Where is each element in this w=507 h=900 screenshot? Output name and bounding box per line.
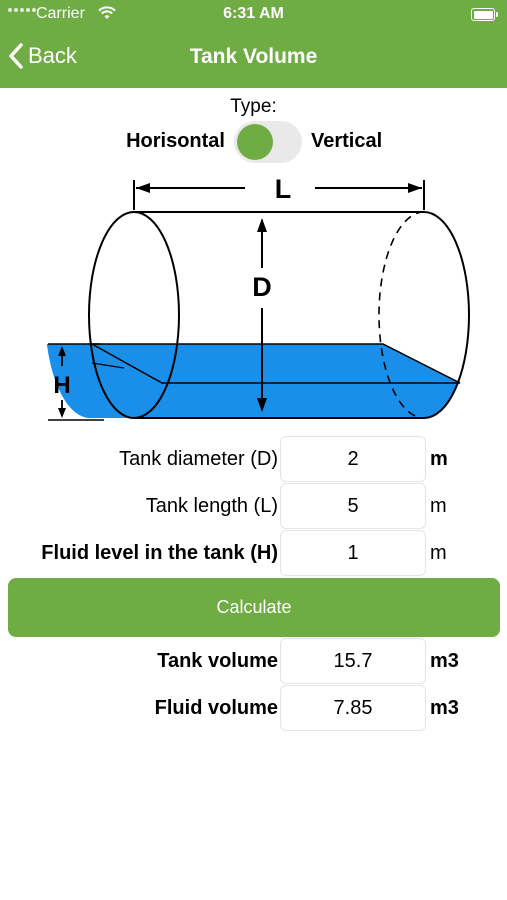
length-label: Tank length (L): [145, 495, 278, 517]
length-input[interactable]: 5: [280, 483, 426, 529]
option-vertical-label: Vertical: [311, 130, 383, 152]
tank-volume-unit: m3: [430, 650, 459, 672]
fluid-surface: [89, 343, 461, 384]
tank-diagram: L D H: [45, 174, 470, 421]
page-title: Tank Volume: [189, 45, 318, 68]
tank-type-switch[interactable]: [234, 121, 302, 163]
tank-volume-value: 15.7: [280, 638, 426, 684]
calculate-button[interactable]: Calculate: [8, 578, 500, 637]
length-unit: m: [430, 495, 447, 517]
diameter-input[interactable]: 2: [280, 436, 426, 482]
dimension-label-length: L: [275, 174, 292, 204]
tank-volume-label: Tank volume: [157, 650, 278, 672]
dimension-label-diameter: D: [252, 272, 272, 302]
type-label: Type:: [230, 96, 277, 117]
fluid-volume-unit: m3: [430, 697, 459, 719]
fluid-level-label: Fluid level in the tank (H): [41, 542, 278, 564]
switch-knob: [237, 124, 273, 160]
result-row-fluid-volume: Fluid volume 7.85 m3: [0, 685, 507, 731]
back-label: Back: [28, 43, 77, 68]
battery-icon: [471, 8, 498, 21]
option-horizontal-label: Horisontal: [126, 130, 225, 152]
input-row-length: Tank length (L) 5 m: [0, 483, 507, 529]
fluid-volume-label: Fluid volume: [154, 697, 278, 719]
diameter-unit: m: [430, 448, 448, 470]
clock: 6:31 AM: [223, 5, 284, 22]
carrier-label: Carrier: [36, 5, 85, 22]
input-row-fluid-level: Fluid level in the tank (H) 1 m: [0, 530, 507, 576]
input-row-diameter: Tank diameter (D) 2 m: [0, 436, 507, 482]
result-row-tank-volume: Tank volume 15.7 m3: [0, 638, 507, 684]
back-button[interactable]: Back: [8, 42, 77, 70]
navigation-bar: Back Tank Volume: [0, 30, 507, 88]
diameter-label: Tank diameter (D): [119, 448, 278, 470]
fluid-level-unit: m: [430, 542, 447, 564]
fluid-level-input[interactable]: 1: [280, 530, 426, 576]
tank-back-end: [378, 211, 425, 419]
type-toggle-row: Horisontal Vertical: [0, 120, 507, 164]
status-bar: Carrier 6:31 AM: [0, 0, 507, 30]
wifi-icon: [98, 6, 116, 19]
fluid-volume-value: 7.85: [280, 685, 426, 731]
chevron-left-icon: [9, 43, 23, 69]
signal-icon: [8, 8, 36, 12]
dimension-label-height: H: [53, 372, 70, 399]
fluid-fill: [45, 344, 460, 418]
